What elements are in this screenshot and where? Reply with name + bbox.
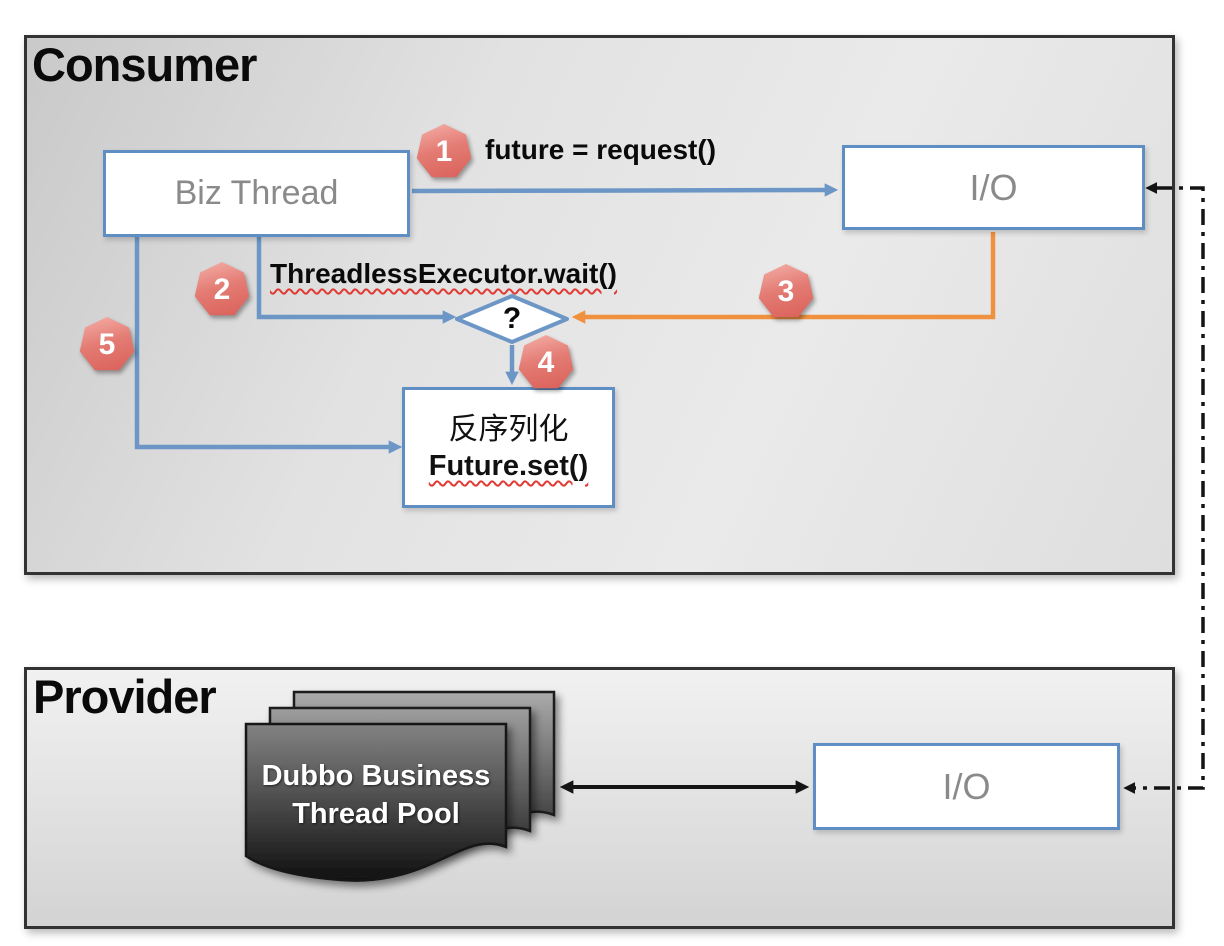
consumer-io-box: I/O — [842, 145, 1145, 230]
deserialize-label-cn: 反序列化 — [448, 412, 569, 446]
thread-pool-card-front — [244, 722, 508, 882]
request-arrow — [411, 183, 839, 197]
wait-arrow — [256, 237, 457, 324]
biz-thread-label: Biz Thread — [174, 174, 339, 212]
decision-question-mark: ? — [502, 302, 522, 335]
consumer-title: Consumer — [32, 38, 257, 91]
decision-diamond — [455, 294, 569, 344]
step-badge-4: 4 — [518, 335, 574, 391]
future-set-label: Future.set() — [428, 450, 589, 483]
consumer-io-label: I/O — [969, 166, 1018, 208]
network-link-dashdot — [1123, 182, 1205, 794]
thread-pool-label: Dubbo Business Thread Pool — [245, 757, 507, 833]
thread-pool-label-line1: Dubbo Business — [261, 760, 491, 792]
provider-io-label: I/O — [942, 765, 991, 807]
step-badge-3: 3 — [758, 264, 814, 320]
request-label: future = request() — [485, 134, 717, 165]
deserialize-box: 反序列化 Future.set() — [402, 387, 615, 508]
io-response-arrow — [571, 232, 996, 324]
biz-to-deserialize-arrow — [134, 237, 403, 454]
provider-title: Provider — [33, 670, 217, 723]
thread-pool-label-line2: Thread Pool — [292, 798, 460, 830]
wait-label: ThreadlessExecutor.wait() — [270, 258, 618, 289]
provider-io-box: I/O — [813, 743, 1120, 830]
biz-thread-box: Biz Thread — [103, 150, 410, 237]
step-badge-5: 5 — [79, 317, 135, 373]
thread-pool-stack — [244, 690, 556, 882]
step-badge-1: 1 — [416, 124, 472, 180]
step-badge-2: 2 — [194, 262, 250, 318]
